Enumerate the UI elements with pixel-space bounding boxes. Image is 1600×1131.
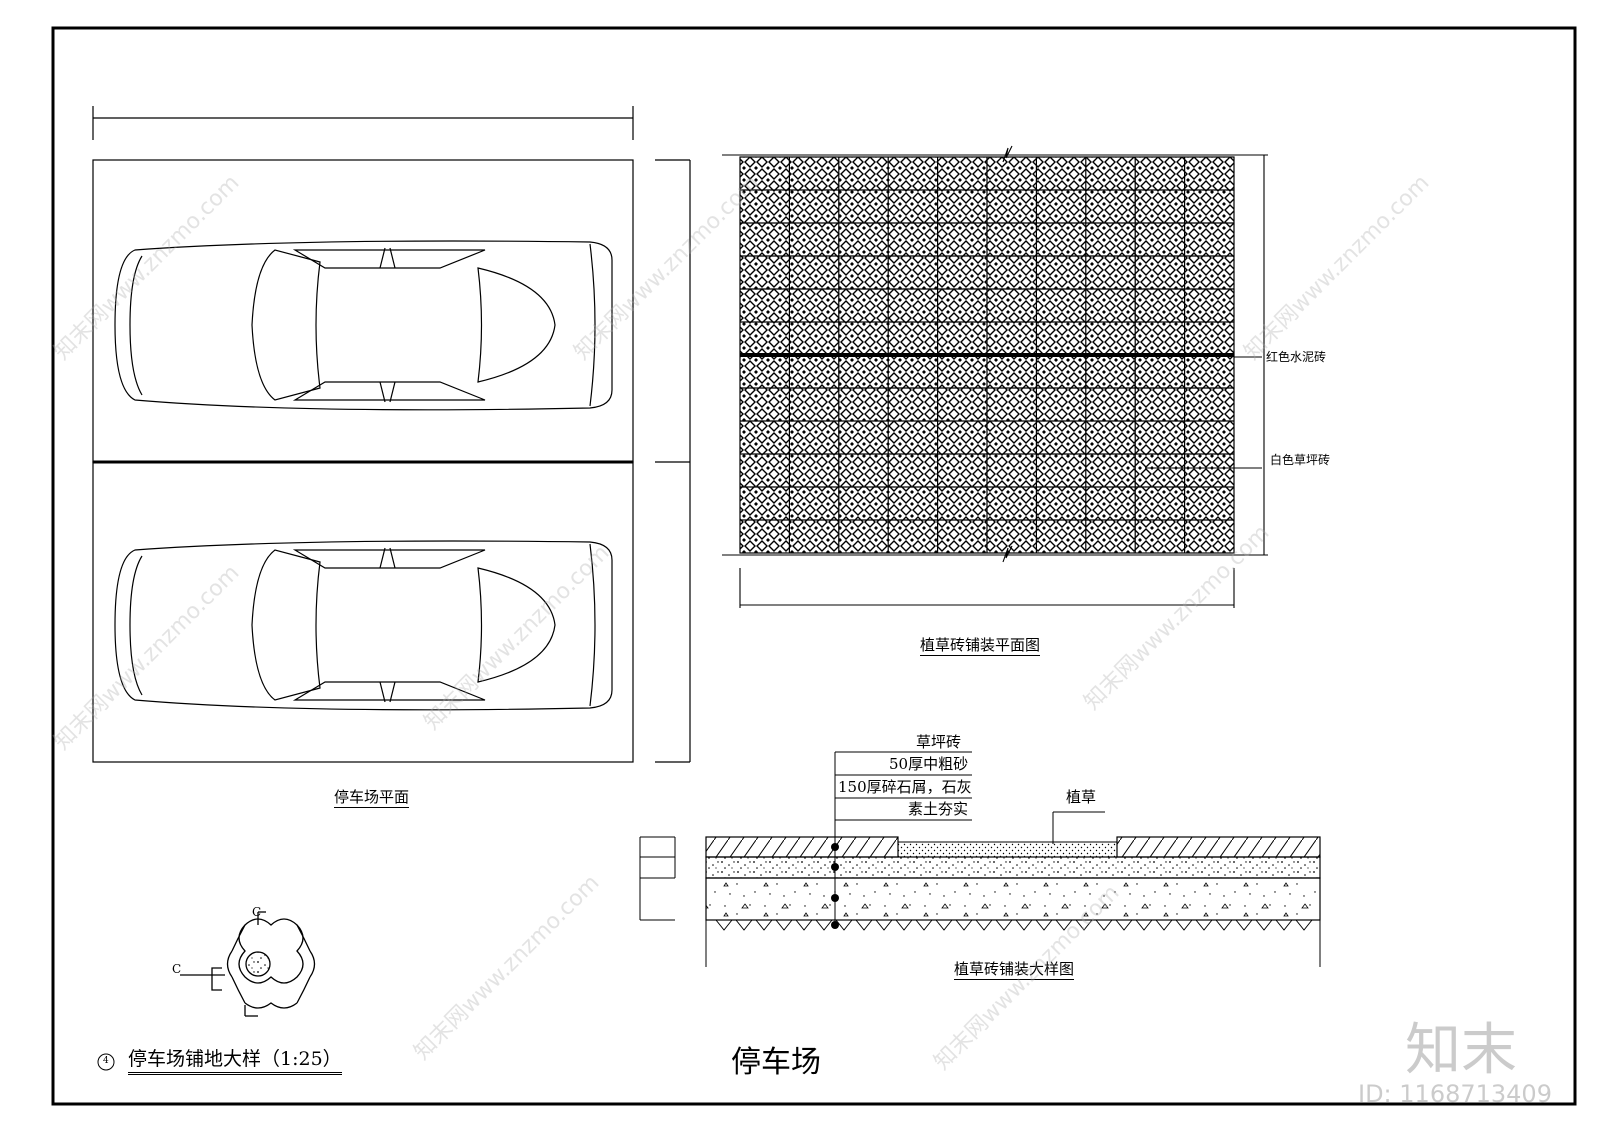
layer-lawn-brick: 草坪砖 [916, 733, 962, 751]
parking-plan [92, 106, 691, 763]
paver-plan-caption: 植草砖铺装平面图 [920, 636, 1041, 656]
sheet-border [51, 26, 1577, 1106]
detail-number-circle [97, 1053, 115, 1071]
parking-plan-caption: 停车场平面 [334, 788, 410, 808]
grass-note: 植草 [1066, 788, 1097, 806]
detail-number: 4 [103, 1056, 109, 1066]
section-mark-top: C [252, 905, 262, 919]
detail-title: 停车场铺地大样（1:25） [128, 1050, 342, 1075]
layer-gravel: 150厚碎石屑，石灰 [838, 778, 972, 796]
watermark-id: ID: 1168713409 [1358, 1080, 1552, 1108]
car-outline-lower [114, 540, 613, 711]
layer-soil: 素土夯实 [908, 800, 969, 818]
parking-stall-upper [92, 159, 634, 463]
watermark-brand: 知末 [1405, 1018, 1517, 1083]
layer-sand: 50厚中粗砂 [889, 755, 969, 773]
section-mark-left: C [172, 962, 182, 976]
white-brick-note: 白色草坪砖 [1270, 453, 1331, 467]
main-title: 停车场 [731, 1045, 821, 1080]
paver-plan [722, 145, 1268, 608]
car-outline-upper [114, 240, 613, 411]
paver-detail-caption: 植草砖铺装大样图 [954, 960, 1075, 980]
parking-stall-lower [92, 461, 634, 763]
paver-section-detail [639, 751, 1321, 967]
paver-unit-symbol [180, 911, 316, 1017]
red-brick-note: 红色水泥砖 [1266, 350, 1327, 364]
